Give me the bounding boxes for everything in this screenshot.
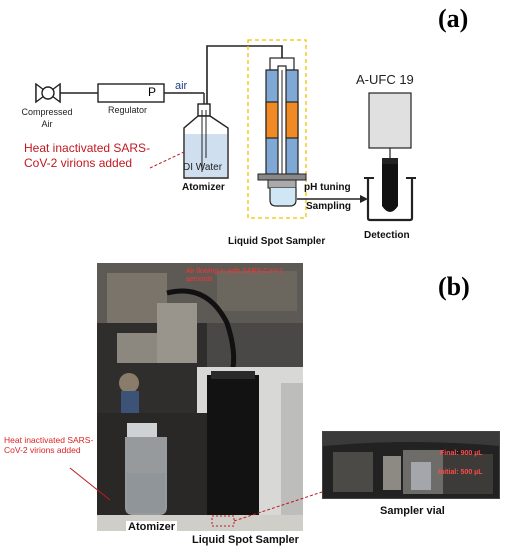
atomizer-bottle (183, 103, 229, 179)
sampler-dashed-box (247, 39, 307, 219)
sampling-label: Sampling (306, 201, 352, 212)
virion-note-a: Heat inactivated SARS-CoV-2 virions adde… (24, 141, 151, 170)
lab-photo-scene (97, 263, 303, 531)
initial-volume-label: Initial: 500 µL (438, 469, 483, 476)
sampler-vial-photo (322, 431, 500, 499)
note-pointer-b (69, 467, 111, 501)
instrument-label: A-UFC 19 (356, 72, 414, 87)
detection-instrument (364, 92, 416, 222)
liquid-spot-sampler-label-b: Liquid Spot Sampler (192, 534, 299, 546)
schematic-diagram (35, 39, 416, 222)
ph-tuning-label: pH tuning (304, 182, 351, 193)
atomizer-label-b: Atomizer (126, 521, 178, 533)
di-water-label: DI Water (183, 162, 223, 173)
lab-photo (97, 263, 303, 531)
atomizer-label: Atomizer (182, 182, 225, 193)
regulator-label: Regulator (108, 105, 148, 115)
regulator-symbol: P (148, 85, 157, 99)
virion-note-b: Heat inactivated SARS-CoV-2 virions adde… (4, 435, 94, 455)
vial-highlight (211, 515, 235, 527)
panel-a-label: (a) (438, 4, 469, 33)
detection-label: Detection (364, 230, 410, 241)
compressed-air-label: Compressed Air (21, 107, 73, 129)
aerosol-tube (206, 45, 283, 104)
vial-pointer (233, 491, 323, 522)
air-label: air (175, 80, 188, 92)
note-pointer (149, 151, 185, 169)
sampler-vial-scene (323, 432, 499, 498)
final-volume-label: Final: 900 µL (440, 450, 483, 457)
panel-b-label: (b) (438, 272, 470, 301)
air-flowing-note: Air flowing in with SARS-CoV-2 aerosols (186, 268, 283, 283)
liquid-spot-sampler-column (257, 57, 307, 207)
liquid-spot-sampler-label-a: Liquid Spot Sampler (228, 236, 326, 247)
sampler-vial-label: Sampler vial (380, 505, 445, 517)
